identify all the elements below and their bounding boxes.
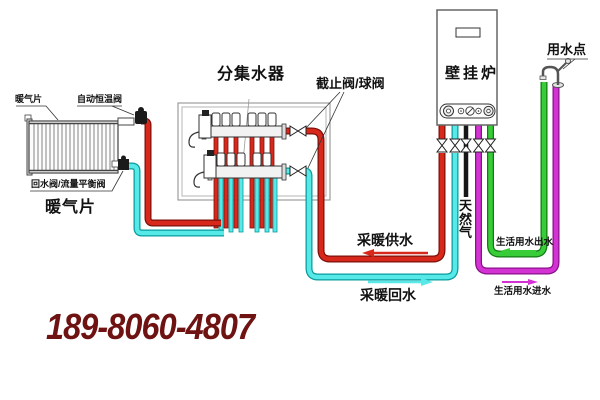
air-vent-icon [188, 110, 212, 148]
label-domestic-water-out: 生活用水出水 [496, 237, 554, 248]
stop-valve-icon [289, 125, 307, 137]
pipe-dhw-inlet [475, 86, 560, 275]
label-natural-gas: 天然气 [459, 198, 473, 241]
label-stop-ball-valve: 截止阀/球阀 [316, 76, 385, 91]
flow-arrow-dhw-out [500, 248, 536, 254]
flow-arrow-supply [362, 249, 428, 257]
pipe-dhw-outlet [487, 82, 548, 258]
radiator-fins [33, 124, 115, 170]
label-radiator-large: 暖气片 [45, 199, 97, 216]
callout-lines [16, 58, 588, 192]
pipe-radiator-return [127, 162, 224, 237]
faucet-icon [539, 58, 571, 88]
label-heating-supply: 采暖供水 [357, 232, 413, 248]
label-wall-hung-boiler: 壁挂炉 [445, 65, 500, 82]
boiler [436, 9, 498, 126]
air-vent-icon [193, 150, 217, 188]
thermostatic-valve-icon [117, 107, 147, 126]
manifold-bottom-bar [207, 152, 287, 181]
label-radiator-small: 暖气片 [15, 94, 43, 104]
return-valve-icon [111, 155, 129, 170]
stop-valve-icon [289, 165, 307, 177]
pipe-heating-supply [277, 124, 446, 263]
label-domestic-water-in: 生活用水进水 [494, 286, 552, 297]
radiator [24, 114, 119, 176]
label-auto-thermostat-valve: 自动恒温阀 [77, 94, 123, 104]
flow-arrow-dhw-in [502, 279, 538, 285]
boiler-valve-icon [435, 138, 497, 153]
boiler-control-panel [439, 103, 496, 119]
label-heating-return: 采暖回水 [360, 287, 416, 303]
boiler-display [455, 27, 481, 38]
flow-arrow-return [368, 278, 433, 286]
label-water-point: 用水点 [547, 42, 587, 57]
label-manifold: 分集水器 [217, 66, 286, 83]
label-return-flow-balance-valve: 回水阀/流量平衡阀 [31, 179, 106, 189]
phone-number: 189-8060-4807 [46, 306, 255, 347]
